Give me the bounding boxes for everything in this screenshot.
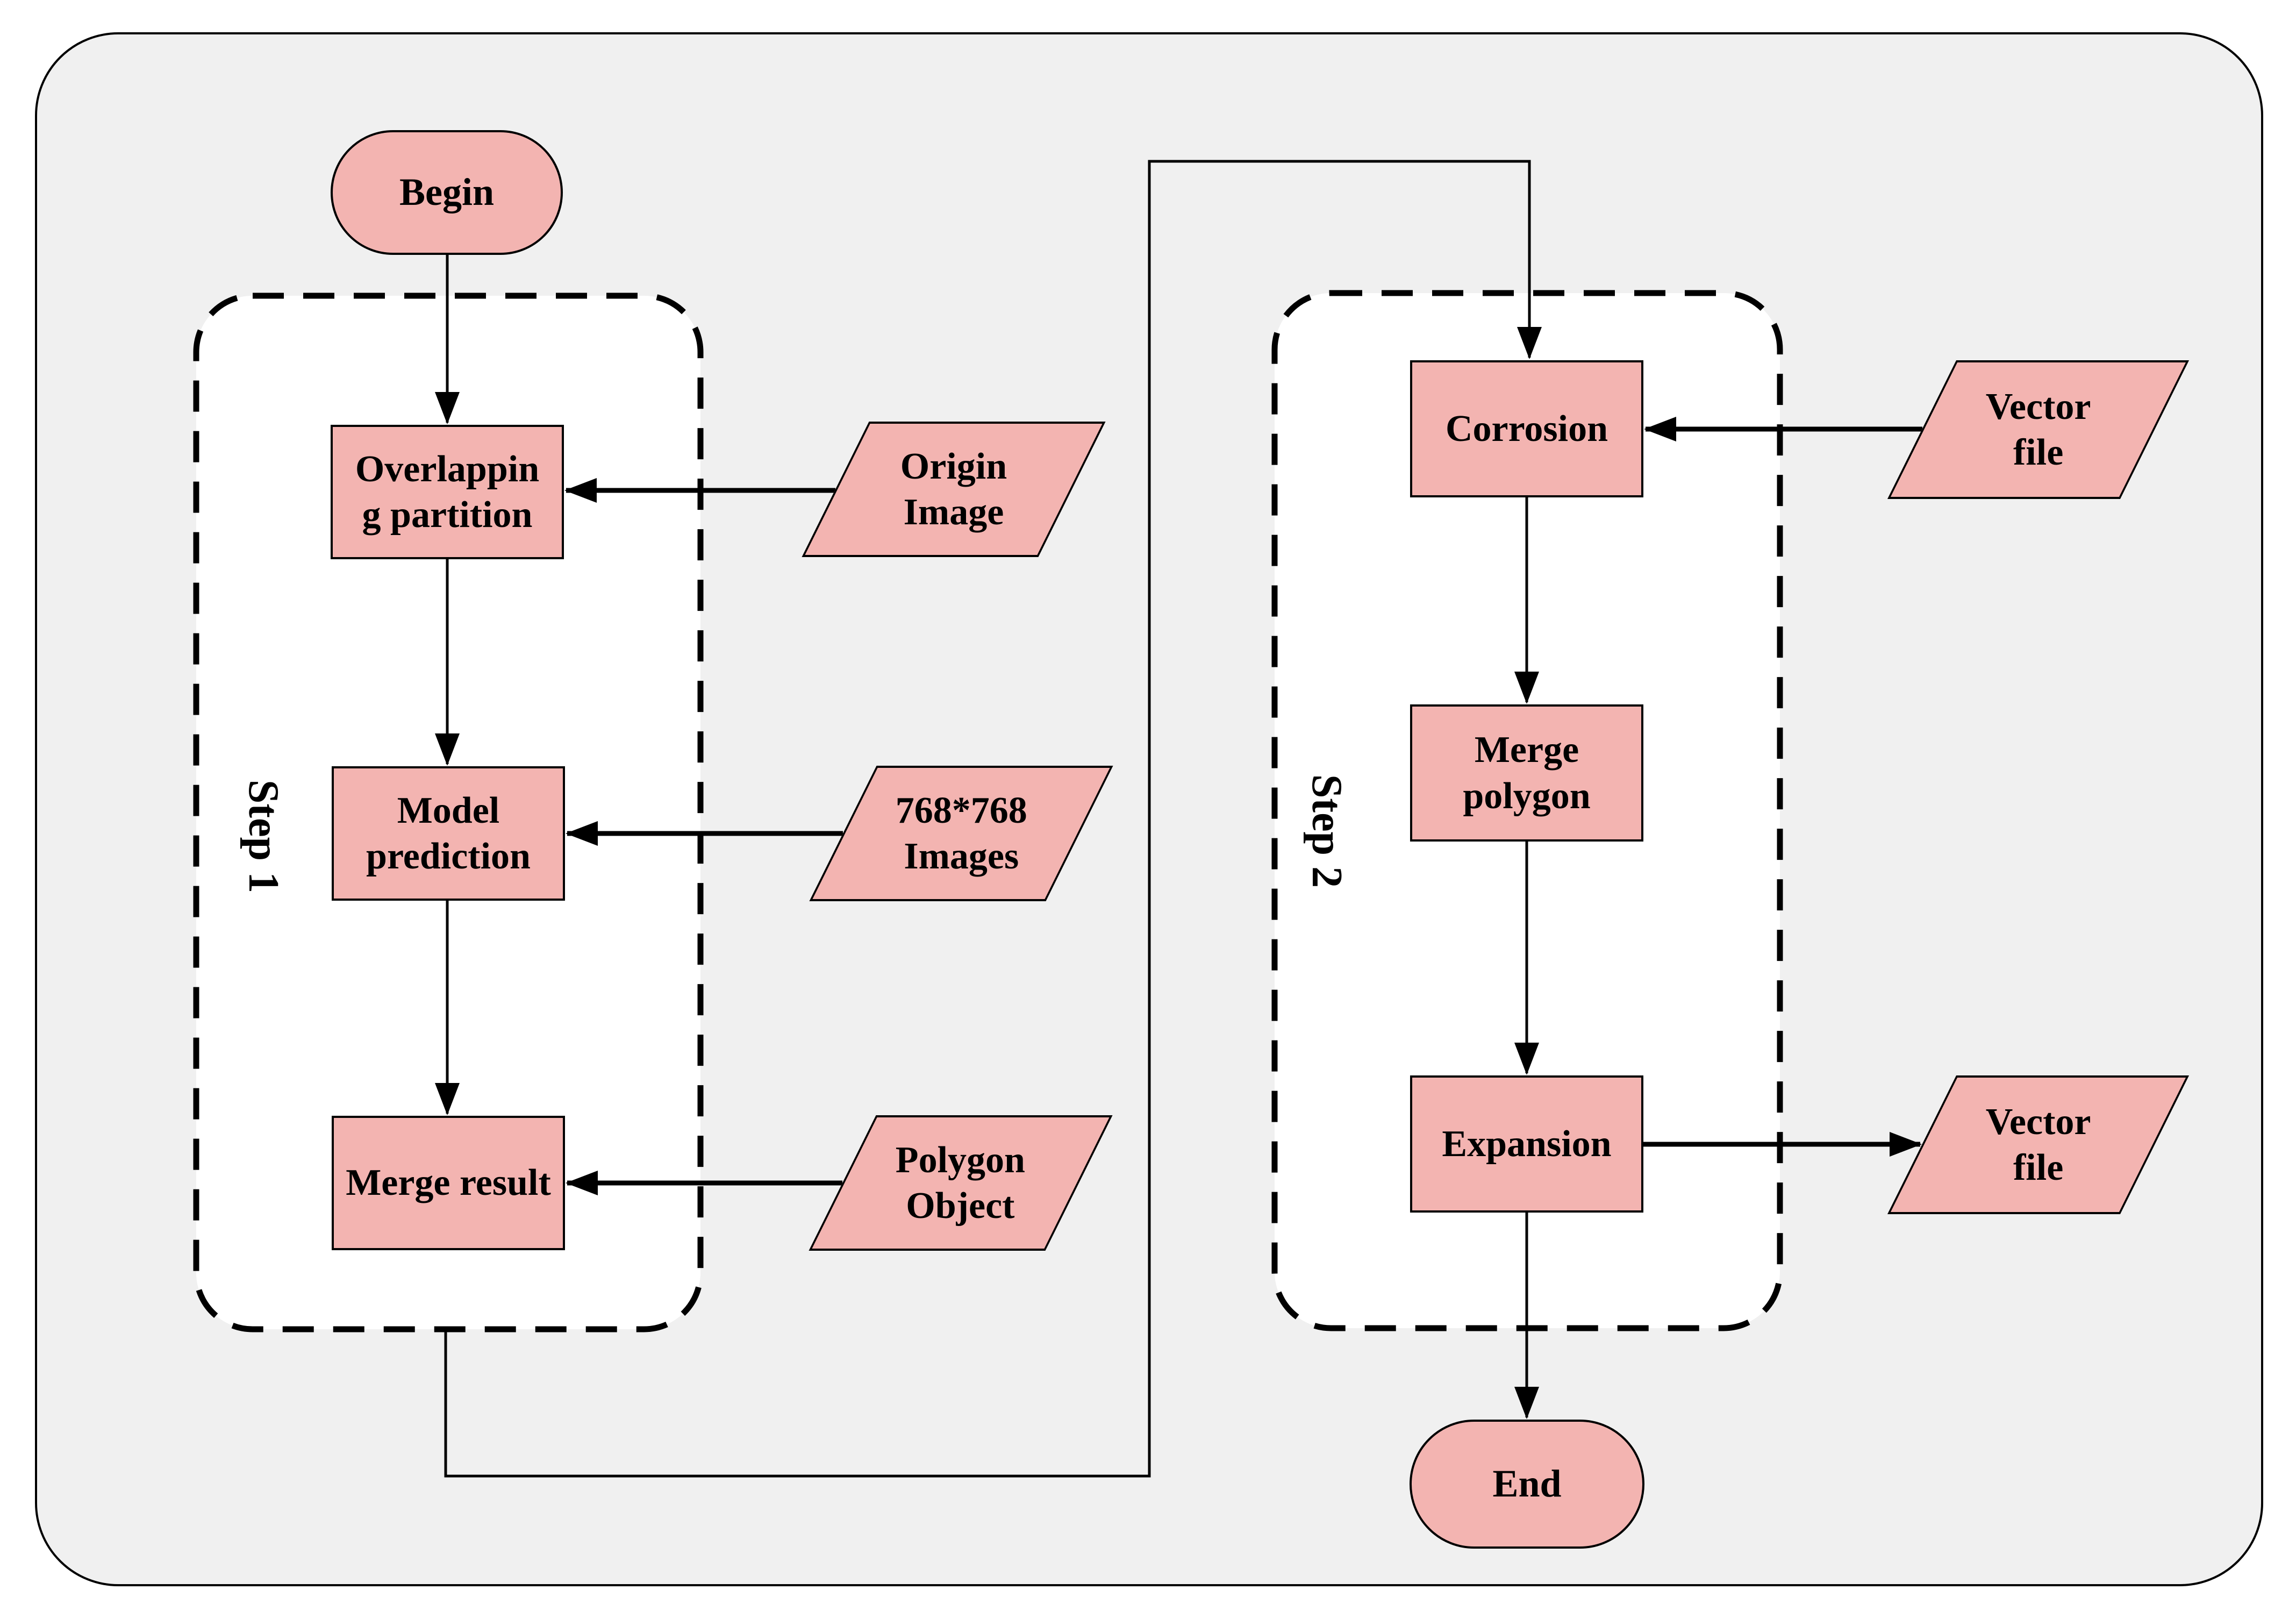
begin-terminator: Begin (331, 130, 563, 255)
vector-file-input-label: Vector file (1985, 386, 2091, 473)
merge-result-label: Merge result (346, 1162, 551, 1204)
step2-label: Step 2 (1303, 774, 1351, 888)
model-prediction-process: Model prediction (332, 766, 565, 901)
connector-step1-to-corrosion (444, 160, 1542, 1478)
expansion-process: Expansion (1410, 1075, 1643, 1213)
merge-polygon-process: Merge polygon (1410, 704, 1643, 842)
model-prediction-label: Model prediction (366, 789, 531, 877)
corrosion-label: Corrosion (1445, 408, 1608, 450)
end-terminator: End (1410, 1420, 1644, 1549)
begin-label: Begin (399, 170, 495, 214)
origin-image-label: Origin Image (900, 445, 1007, 533)
corrosion-process: Corrosion (1410, 360, 1643, 497)
polygon-object-label: Polygon Object (896, 1139, 1026, 1227)
step1-label: Step 1 (240, 779, 288, 893)
expansion-label: Expansion (1442, 1123, 1612, 1165)
vector-file-output-label: Vector file (1985, 1101, 2091, 1188)
merge-result-process: Merge result (332, 1116, 565, 1250)
end-label: End (1492, 1462, 1562, 1506)
merge-polygon-label: Merge polygon (1463, 729, 1591, 817)
overlapping-partition-process: Overlappin g partition (331, 425, 564, 559)
overlapping-partition-label: Overlappin g partition (355, 448, 540, 536)
768-images-label: 768*768 Images (895, 789, 1027, 877)
